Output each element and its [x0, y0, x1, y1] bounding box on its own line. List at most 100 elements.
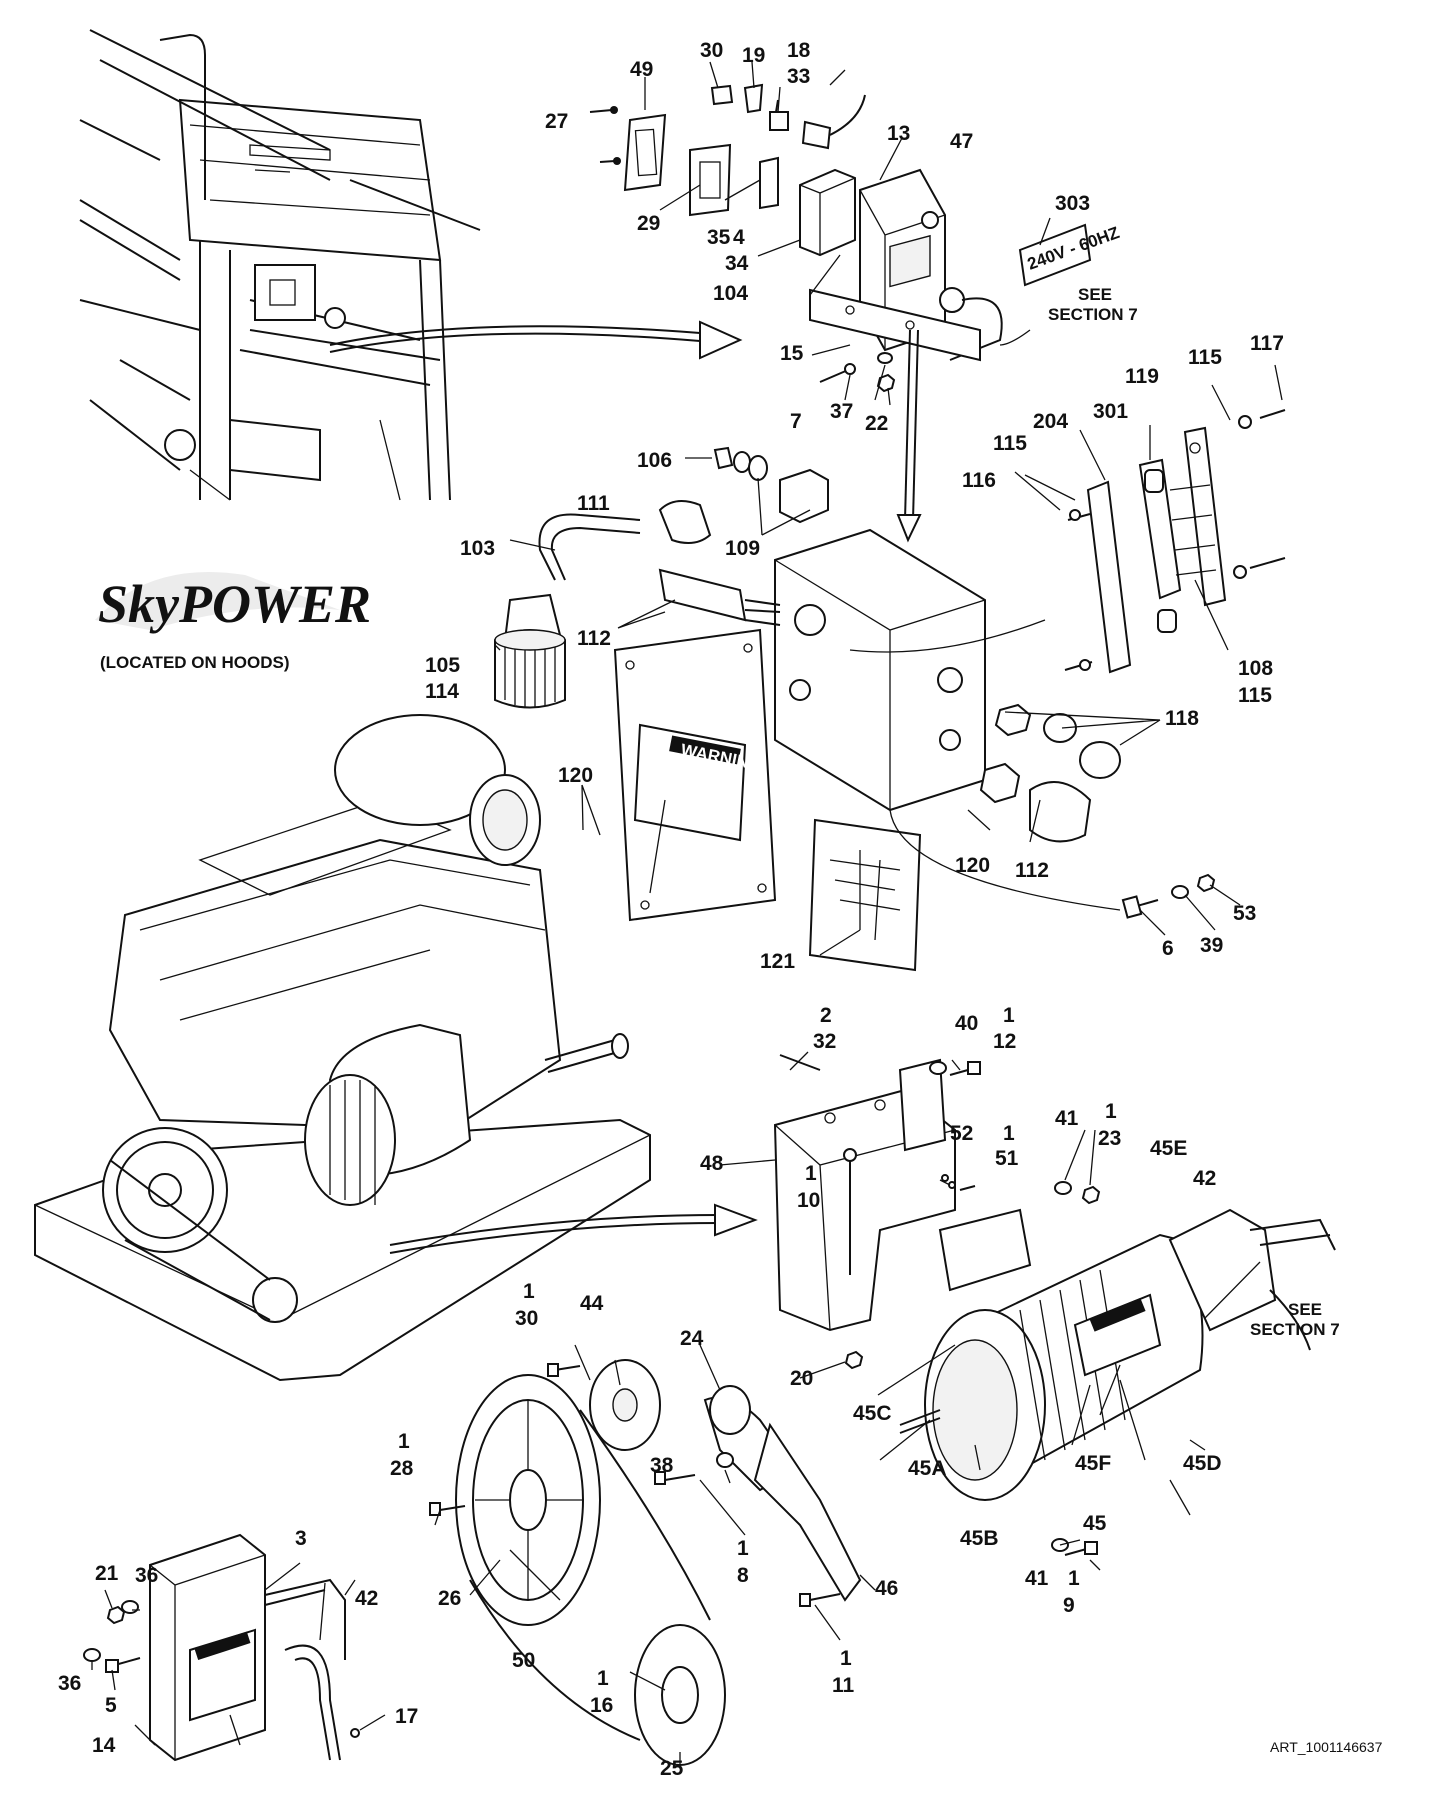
callout-labels: 49 30 19 18 33 27 13 47 303 29 35 4 34 1… — [58, 39, 1383, 1780]
callout-103: 105 — [425, 654, 460, 677]
callout-101: 103 — [460, 537, 495, 560]
callout-106: 109 — [725, 537, 760, 560]
callout-45C: 45C — [853, 1402, 892, 1425]
callout-12: 12 — [993, 1030, 1016, 1053]
callout-111: 114 — [425, 680, 459, 703]
callout-116: 118 — [1165, 707, 1199, 730]
callout-20: 20 — [790, 1367, 813, 1390]
callout-18: 18 — [787, 39, 811, 62]
see-section-upper-line2: SECTION 7 — [1048, 305, 1138, 324]
callout-27: 27 — [545, 110, 568, 133]
callout-1-e: 1 — [523, 1280, 535, 1303]
callout-45: 45 — [1083, 1512, 1107, 1535]
callout-118-right: 120 — [955, 854, 990, 877]
callout-39: 39 — [1200, 934, 1223, 957]
callout-117: 119 — [1125, 365, 1159, 388]
callout-14: 14 — [92, 1734, 116, 1757]
callout-16: 16 — [590, 1694, 613, 1717]
callout-45F: 45F — [1075, 1452, 1111, 1475]
callout-1-g: 1 — [398, 1430, 410, 1453]
callout-121: 301 — [1093, 400, 1128, 423]
see-section-lower-line1: SEE — [1288, 1300, 1322, 1319]
callout-50: 50 — [512, 1649, 535, 1672]
callout-6: 6 — [1162, 937, 1174, 960]
callout-7: 7 — [790, 410, 802, 433]
logo-text: SkyPOWER — [98, 574, 371, 634]
callout-10: 10 — [797, 1189, 820, 1212]
callout-1-h: 1 — [737, 1537, 749, 1560]
callout-52: 52 — [950, 1122, 973, 1145]
callout-47: 47 — [950, 130, 973, 153]
callout-19: 19 — [742, 44, 765, 67]
callout-53: 53 — [1233, 902, 1256, 925]
callout-109-upper: 112 — [577, 627, 611, 650]
callout-25: 25 — [660, 1757, 684, 1780]
callout-120: 204 — [1033, 410, 1068, 433]
callout-31: 30 — [700, 39, 723, 62]
callout-45B: 45B — [960, 1527, 999, 1550]
callout-1-f: 1 — [1068, 1567, 1080, 1590]
callout-30: 30 — [515, 1307, 538, 1330]
callout-112-c: 115 — [1238, 684, 1272, 707]
callout-8: 8 — [737, 1564, 749, 1587]
callout-9: 9 — [1063, 1594, 1075, 1617]
callout-1-d: 1 — [805, 1162, 817, 1185]
callout-48: 48 — [700, 1152, 724, 1175]
callout-35: 35 — [707, 226, 731, 249]
callout-37: 37 — [830, 400, 853, 423]
electrical-box-118 — [774, 329, 1046, 812]
callout-38: 38 — [650, 1454, 674, 1477]
callout-1-j: 1 — [840, 1647, 852, 1670]
callout-41-upper: 41 — [1055, 1107, 1079, 1130]
pulley-and-belt-assembly — [429, 1359, 1098, 1766]
callout-46: 46 — [875, 1577, 898, 1600]
callout-24: 24 — [680, 1327, 704, 1350]
callout-1-b: 1 — [1105, 1100, 1117, 1123]
skypower-logo: SkyPOWER (LOCATED ON HOODS) — [95, 572, 371, 672]
fasteners-7-37-22 — [819, 352, 896, 393]
callout-118-left: 120 — [558, 764, 593, 787]
callout-2: 2 — [820, 1004, 832, 1027]
generator-bracket-48 — [773, 1054, 1101, 1370]
callout-105: 108 — [1238, 657, 1273, 680]
logo-caption: (LOCATED ON HOODS) — [100, 653, 290, 672]
callout-42-left: 42 — [355, 1587, 378, 1610]
callout-42-right: 42 — [1193, 1167, 1216, 1190]
callout-29: 29 — [637, 212, 660, 235]
callout-36-lower: 36 — [58, 1672, 81, 1695]
callout-44: 44 — [580, 1292, 604, 1315]
engine-illustration — [34, 714, 758, 1382]
callout-36-upper: 36 — [135, 1564, 158, 1587]
hardware-116 — [889, 703, 1216, 919]
callout-13: 13 — [887, 122, 910, 145]
callout-102: 104 — [713, 282, 748, 305]
callout-104: 106 — [637, 449, 672, 472]
callout-15: 15 — [780, 342, 804, 365]
callout-1-c: 1 — [1003, 1122, 1015, 1145]
callout-112-a: 115 — [993, 432, 1027, 455]
callout-202: 303 — [1055, 192, 1090, 215]
callout-26: 26 — [438, 1587, 461, 1610]
callout-1-i: 1 — [597, 1667, 609, 1690]
callout-5: 5 — [105, 1694, 117, 1717]
platform-control-box-illustration — [79, 29, 481, 501]
see-section-upper-line1: SEE — [1078, 285, 1112, 304]
art-number: ART_1001146637 — [1270, 1739, 1383, 1755]
callout-40: 40 — [955, 1012, 978, 1035]
callout-22: 22 — [865, 412, 888, 435]
voltage-decal-202: 240V - 60HZ — [1018, 223, 1122, 287]
callout-45D: 45D — [1183, 1452, 1222, 1475]
callout-4: 4 — [733, 226, 745, 249]
terminal-strip-assembly — [1064, 409, 1286, 674]
callout-109-lower: 112 — [1015, 859, 1049, 882]
callout-21: 21 — [95, 1562, 119, 1585]
arrow-to-junction-box — [329, 320, 743, 360]
leader-lines — [91, 61, 1283, 1765]
callout-32: 32 — [813, 1030, 836, 1053]
callout-108: 111 — [577, 492, 610, 515]
callout-45A: 45A — [908, 1457, 947, 1480]
callout-112-b: 115 — [1188, 346, 1222, 369]
small-electrical-parts — [589, 83, 866, 257]
callout-17: 17 — [395, 1705, 418, 1728]
